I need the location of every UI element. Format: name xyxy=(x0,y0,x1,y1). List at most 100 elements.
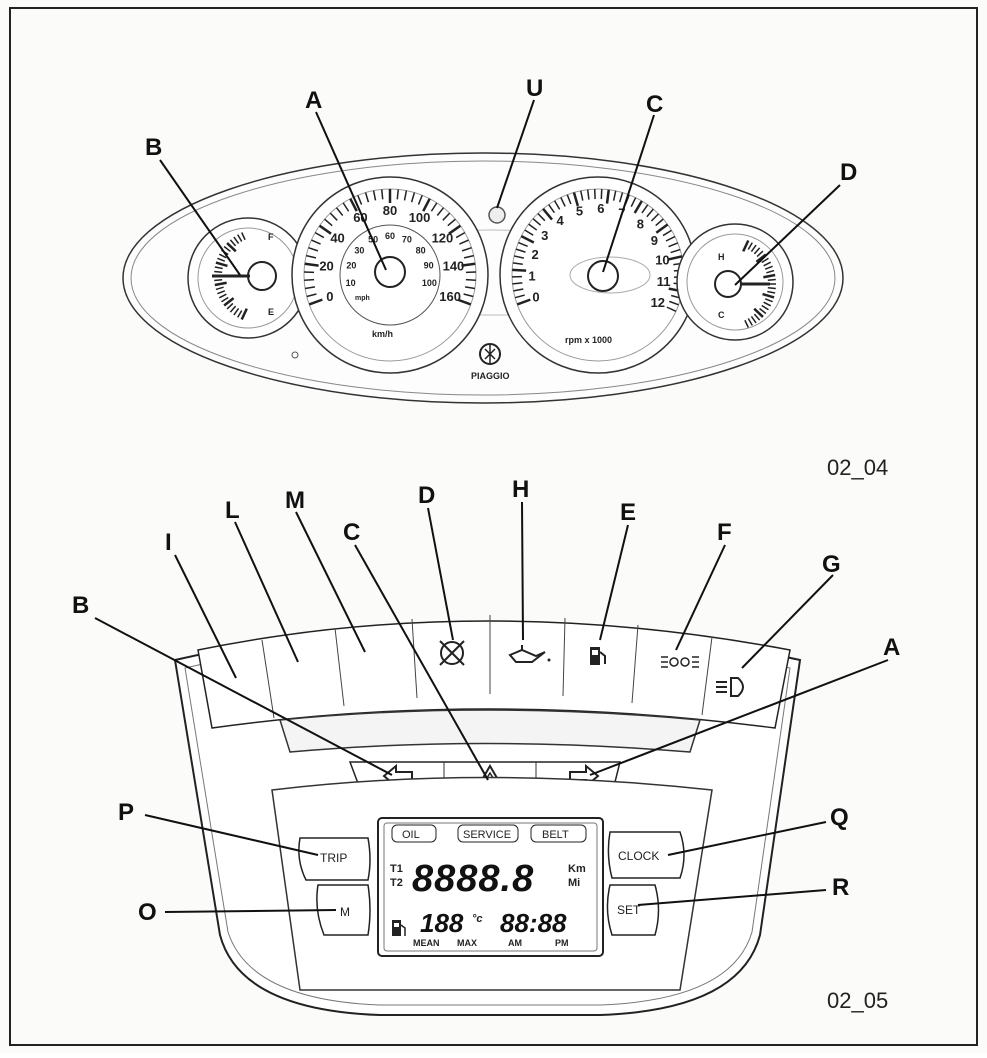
set-button-label: SET xyxy=(617,903,641,917)
set-button[interactable]: SET xyxy=(607,885,658,935)
callout-p: P xyxy=(118,799,134,826)
tachometer: 0123456789101112 rpm x 1000 xyxy=(500,177,696,373)
callout-a2: A xyxy=(883,634,900,661)
mph-scale-label: 90 xyxy=(424,261,434,271)
warning-lamp-u xyxy=(489,207,505,223)
brand-label: PIAGGIO xyxy=(471,371,510,381)
callout-b: B xyxy=(145,134,162,161)
speed-scale-label: 40 xyxy=(330,230,344,245)
callout-h: H xyxy=(512,476,529,503)
temperature-readout: 188 xyxy=(420,908,464,938)
temp-cold-mark: C xyxy=(718,310,725,320)
temperature-unit: °c xyxy=(472,913,483,925)
speedometer-hub xyxy=(375,257,405,287)
lcd-pm-label: PM xyxy=(555,938,569,948)
tach-scale-label: 11 xyxy=(657,274,671,289)
callout-i: I xyxy=(165,529,172,556)
callout-o: O xyxy=(138,899,157,926)
tach-scale-label: 0 xyxy=(532,290,539,305)
speed-scale-label: 80 xyxy=(383,203,397,218)
dashboard-panel: TRIP M CLOCK SET OIL SERVICE BELT T1 T2 … xyxy=(175,615,800,1015)
tach-scale-label: 4 xyxy=(557,213,565,228)
speed-scale-label: 100 xyxy=(409,210,431,225)
callout-f: F xyxy=(717,519,732,546)
callout-m: M xyxy=(285,487,305,514)
clock-button-label: CLOCK xyxy=(618,849,659,863)
temp-tick xyxy=(768,288,776,289)
tach-scale-label: 2 xyxy=(531,247,538,262)
mode-button-label: M xyxy=(340,905,350,919)
callout-d2: D xyxy=(418,482,435,509)
tach-tick xyxy=(512,270,526,271)
leader-d2 xyxy=(428,508,453,640)
callout-l: L xyxy=(225,497,240,524)
mph-scale-label: 80 xyxy=(416,245,426,255)
callout-e: E xyxy=(620,499,636,526)
odo-unit-km: Km xyxy=(568,863,586,875)
speed-unit: km/h xyxy=(372,329,393,339)
cluster-screw xyxy=(292,352,298,358)
callout-a: A xyxy=(305,87,322,114)
trip-button[interactable]: TRIP xyxy=(299,838,370,880)
lcd-display: OIL SERVICE BELT T1 T2 8888.8 Km Mi 188 … xyxy=(378,818,603,956)
mph-scale-label: 20 xyxy=(346,261,356,271)
service-tag-label: SERVICE xyxy=(463,829,511,841)
tach-unit: rpm x 1000 xyxy=(565,335,612,345)
fuel-tick xyxy=(214,280,222,281)
mph-scale-label: 100 xyxy=(422,278,437,288)
trip-label-t2: T2 xyxy=(390,877,403,889)
fuel-tick xyxy=(214,271,222,272)
speed-tick xyxy=(397,189,398,199)
lcd-mean-label: MEAN xyxy=(413,938,440,948)
figure-caption-bottom: 02_05 xyxy=(827,988,888,1013)
tach-scale-label: 10 xyxy=(655,253,669,268)
callout-c: C xyxy=(646,91,663,118)
temp-tick xyxy=(768,279,776,280)
odo-unit-mi: Mi xyxy=(568,877,580,889)
callout-g: G xyxy=(822,551,841,578)
fuel-full-mark: F xyxy=(268,232,274,242)
callout-b2: B xyxy=(72,592,89,619)
speed-scale-label: 0 xyxy=(326,289,333,304)
tach-scale-label: 9 xyxy=(651,233,658,248)
trip-label-t1: T1 xyxy=(390,863,403,875)
mph-scale-label: 10 xyxy=(346,278,356,288)
tach-scale-label: 3 xyxy=(541,228,548,243)
clock-readout: 88:88 xyxy=(500,908,567,938)
figure-caption-top: 02_04 xyxy=(827,455,888,480)
tach-scale-label: 12 xyxy=(651,295,665,310)
leader-h xyxy=(522,502,523,640)
fuel-gauge: F E xyxy=(188,218,308,338)
fuel-gauge-hub xyxy=(248,262,276,290)
speed-tick xyxy=(382,189,383,199)
callout-d: D xyxy=(840,159,857,186)
tach-scale-label: 6 xyxy=(597,201,604,216)
tach-tick xyxy=(512,283,522,284)
speed-scale-label: 20 xyxy=(319,259,333,274)
temp-hot-mark: H xyxy=(718,252,725,262)
callout-c2: C xyxy=(343,519,360,546)
speed-scale-label: 160 xyxy=(439,289,461,304)
tach-scale-label: 1 xyxy=(528,268,535,283)
belt-tag-label: BELT xyxy=(542,829,569,841)
callout-r: R xyxy=(832,874,849,901)
speed-tick xyxy=(304,280,314,281)
speed-scale-label: 140 xyxy=(443,259,465,274)
lcd-max-label: MAX xyxy=(457,938,477,948)
fuel-empty-mark: E xyxy=(268,307,274,317)
tach-scale-label: 8 xyxy=(637,216,644,231)
trip-button-label: TRIP xyxy=(320,851,347,865)
mph-scale-label: 30 xyxy=(354,245,364,255)
tachometer-hub xyxy=(588,261,618,291)
mph-unit: mph xyxy=(355,295,370,302)
leader-e xyxy=(600,525,628,640)
mph-scale-label: 70 xyxy=(402,235,412,245)
oil-tag-label: OIL xyxy=(402,829,420,841)
lcd-am-label: AM xyxy=(508,938,522,948)
odometer-readout: 8888.8 xyxy=(412,858,534,900)
speed-tick xyxy=(466,280,476,281)
leader-f xyxy=(676,545,725,650)
